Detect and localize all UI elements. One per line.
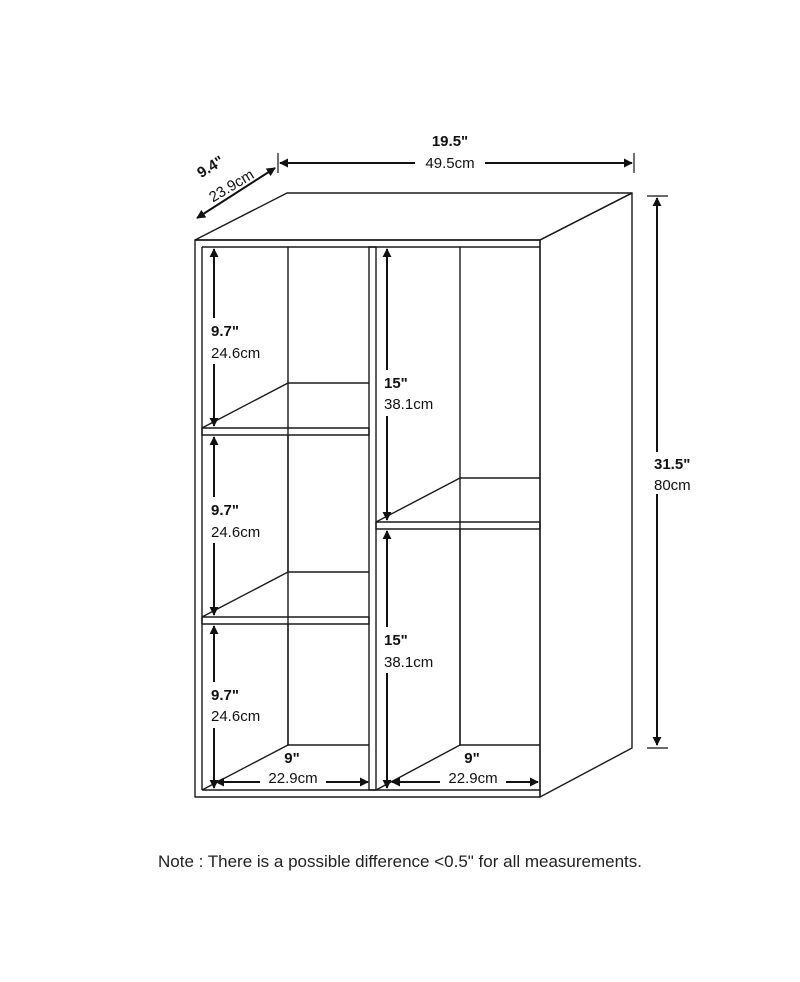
left-shelf-lower xyxy=(201,571,370,625)
left-compartment-3-cm: 24.6cm xyxy=(211,708,260,725)
right-shelf xyxy=(375,477,541,530)
left-shelf-upper xyxy=(201,382,370,436)
width-cm-label: 49.5cm xyxy=(425,155,474,172)
right-compartment-1-inch: 15" xyxy=(384,375,408,392)
left-compartment-3-inch: 9.7" xyxy=(211,687,239,704)
cabinet-top xyxy=(194,192,633,241)
right-compartment-2-inch: 15" xyxy=(384,632,408,649)
interior-width-left-inch: 9" xyxy=(284,750,299,767)
cabinet-front-frame xyxy=(194,239,541,798)
depth-arrow xyxy=(196,167,276,219)
center-divider xyxy=(368,246,377,791)
interior-width-left-cm: 22.9cm xyxy=(268,770,317,787)
interior-width-right-cm: 22.9cm xyxy=(448,770,497,787)
interior-width-right-inch: 9" xyxy=(464,750,479,767)
right-compartment-1-cm: 38.1cm xyxy=(384,396,433,413)
depth-inch-label: 9.4" xyxy=(194,153,227,182)
left-compartment-1-inch: 9.7" xyxy=(211,323,239,340)
measurement-note: Note : There is a possible difference <0… xyxy=(157,852,643,871)
height-cm-label: 80cm xyxy=(654,477,691,494)
left-compartment-2-cm: 24.6cm xyxy=(211,524,260,541)
left-compartment-2-inch: 9.7" xyxy=(211,502,239,519)
cabinet-right-side xyxy=(539,192,633,798)
height-inch-label: 31.5" xyxy=(654,456,690,473)
right-compartment-2-cm: 38.1cm xyxy=(384,654,433,671)
width-inch-label: 19.5" xyxy=(432,133,468,150)
left-compartment-1-cm: 24.6cm xyxy=(211,345,260,362)
